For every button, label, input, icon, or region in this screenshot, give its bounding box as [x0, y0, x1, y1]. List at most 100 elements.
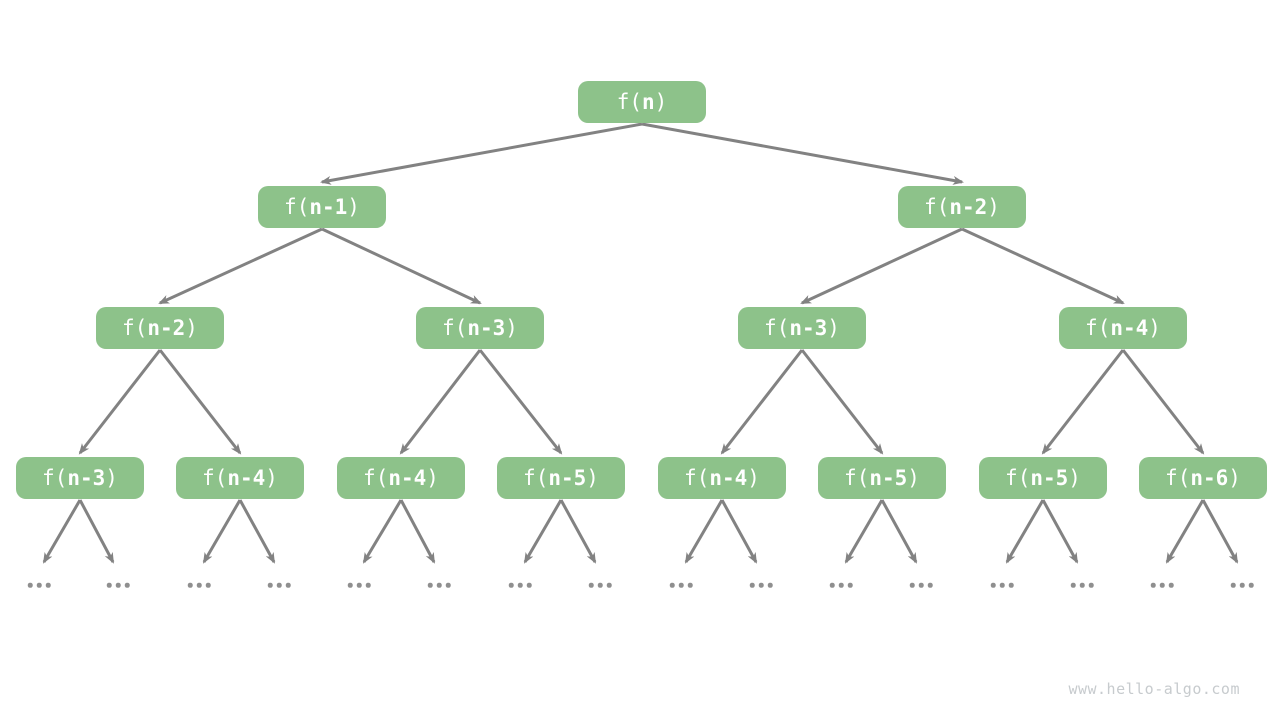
ellipsis-dot	[927, 582, 933, 588]
ellipsis	[106, 582, 130, 588]
ellipsis-dot	[758, 582, 764, 588]
node-text-suffix: )	[1228, 465, 1241, 490]
ellipsis-dot	[606, 582, 612, 588]
node-text-suffix: )	[987, 194, 1000, 219]
ellipsis-dot	[36, 582, 42, 588]
ellipsis-dot	[347, 582, 353, 588]
ellipsis-dot	[427, 582, 433, 588]
ellipsis-dot	[267, 582, 273, 588]
ellipsis-dot	[1088, 582, 1094, 588]
ellipsis-dot	[829, 582, 835, 588]
edge-arrow	[1201, 499, 1239, 564]
tree-node: f(n-1)	[258, 186, 386, 228]
node-text-suffix: )	[827, 315, 840, 340]
node-text-arg: n-4	[709, 465, 748, 490]
node-text-prefix: f(	[616, 89, 642, 114]
ellipsis-dot	[1230, 582, 1236, 588]
ellipsis-dot	[678, 582, 684, 588]
node-text-arg: n-3	[789, 315, 828, 340]
ellipsis	[267, 582, 291, 588]
ellipsis	[669, 582, 693, 588]
edge-arrow	[523, 499, 563, 564]
edge-arrow	[559, 499, 597, 564]
ellipsis-dot	[999, 582, 1005, 588]
edge-arrow	[800, 349, 884, 455]
ellipsis-dot	[749, 582, 755, 588]
node-text-prefix: f(	[442, 315, 468, 340]
edge-arrow	[1121, 349, 1205, 455]
edge-arrow	[1165, 499, 1205, 564]
ellipsis	[1230, 582, 1254, 588]
ellipsis-dot	[27, 582, 33, 588]
node-text-arg: n-3	[467, 315, 506, 340]
tree-node: f(n-3)	[16, 457, 144, 499]
node-text-suffix: )	[265, 465, 278, 490]
node-text-arg: n-4	[1110, 315, 1149, 340]
edge-arrow	[238, 499, 276, 564]
tree-node: f(n-5)	[979, 457, 1107, 499]
edge-arrow	[399, 349, 482, 455]
node-text-suffix: )	[654, 89, 668, 114]
edge-arrow	[961, 227, 1125, 305]
node-text-arg: n-2	[949, 194, 988, 219]
ellipsis	[187, 582, 211, 588]
ellipsis	[749, 582, 773, 588]
tree-node: f(n-6)	[1139, 457, 1267, 499]
edge-arrow	[684, 499, 724, 564]
node-text-prefix: f(	[1165, 465, 1191, 490]
ellipsis-dot	[45, 582, 51, 588]
edge-arrow	[880, 499, 918, 564]
edge-arrow	[1041, 349, 1125, 455]
edge-arrow	[1041, 499, 1079, 564]
node-text-prefix: f(	[764, 315, 790, 340]
ellipsis-dot	[1079, 582, 1085, 588]
edge-arrow	[362, 499, 403, 564]
ellipsis	[1150, 582, 1174, 588]
edge-arrow	[321, 227, 482, 305]
ellipsis-dot	[365, 582, 371, 588]
tree-node: f(n-4)	[1059, 307, 1187, 349]
ellipsis	[990, 582, 1014, 588]
node-text-suffix: )	[347, 194, 360, 219]
ellipsis	[909, 582, 933, 588]
edge-arrow	[720, 349, 804, 455]
tree-node: f(n-4)	[658, 457, 786, 499]
ellipsis-dot	[1168, 582, 1174, 588]
edge-arrow	[158, 349, 242, 455]
watermark: www.hello-algo.com	[1068, 680, 1240, 698]
edge-arrow	[478, 349, 563, 455]
tree-node: f(n-5)	[497, 457, 625, 499]
ellipsis-dot	[1159, 582, 1165, 588]
node-text-suffix: )	[586, 465, 599, 490]
ellipsis-dot	[1150, 582, 1156, 588]
edge-arrow	[720, 499, 758, 564]
ellipsis-dot	[588, 582, 594, 588]
ellipsis-dot	[597, 582, 603, 588]
node-text-suffix: )	[1068, 465, 1081, 490]
ellipsis-dot	[847, 582, 853, 588]
edge-arrow	[42, 499, 82, 564]
ellipsis	[508, 582, 532, 588]
ellipsis	[427, 582, 451, 588]
ellipsis-dot	[669, 582, 675, 588]
node-text-prefix: f(	[844, 465, 870, 490]
node-text-arg: n-2	[147, 315, 186, 340]
ellipsis-dot	[687, 582, 693, 588]
node-text-arg: n-3	[67, 465, 106, 490]
edge-arrow	[641, 122, 964, 185]
node-text-prefix: f(	[122, 315, 148, 340]
ellipsis	[588, 582, 612, 588]
ellipsis-dot	[124, 582, 130, 588]
node-text-suffix: )	[426, 465, 439, 490]
tree-node: f(n-3)	[416, 307, 544, 349]
node-text-suffix: )	[907, 465, 920, 490]
ellipsis-dot	[187, 582, 193, 588]
ellipsis-dot	[436, 582, 442, 588]
node-text-suffix: )	[105, 465, 118, 490]
node-text-prefix: f(	[284, 194, 310, 219]
tree-node: f(n-5)	[818, 457, 946, 499]
tree-node: f(n-3)	[738, 307, 866, 349]
ellipsis	[27, 582, 51, 588]
